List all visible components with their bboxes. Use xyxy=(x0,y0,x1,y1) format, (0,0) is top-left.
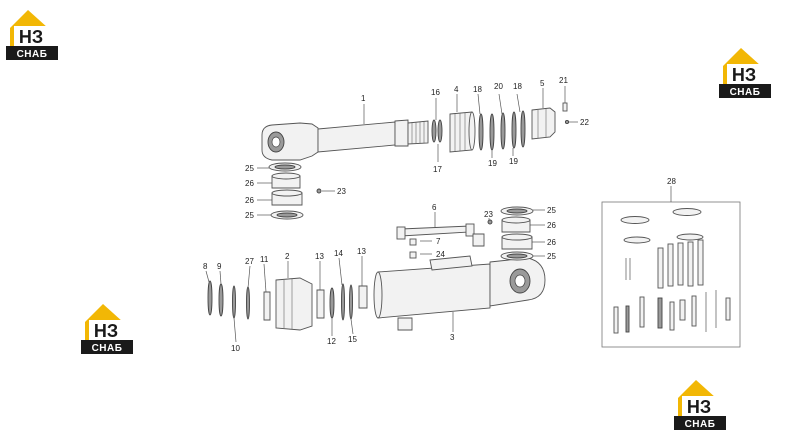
callout-25a: 25 xyxy=(245,164,254,173)
part-piston-seals xyxy=(478,110,526,151)
brand-logo-icon: НЗ СНАБ xyxy=(674,380,726,430)
callout-19b: 19 xyxy=(509,157,518,166)
callout-9: 9 xyxy=(217,262,222,271)
logo-main-text: НЗ xyxy=(732,65,756,85)
callout-12: 12 xyxy=(327,337,336,346)
part-piston-rod xyxy=(261,119,429,161)
logo-main-text: НЗ xyxy=(687,397,711,417)
callout-20: 20 xyxy=(494,82,503,91)
brand-logo-top-left: НЗ СНАБ xyxy=(4,6,60,62)
brand-logo-top-right: НЗ СНАБ xyxy=(717,44,773,100)
callout-5: 5 xyxy=(540,79,545,88)
brand-logo-middle-left: НЗ СНАБ xyxy=(79,300,135,356)
callout-13a: 13 xyxy=(315,252,324,261)
callout-23b: 23 xyxy=(484,210,493,219)
part-rod-rings xyxy=(431,119,443,143)
logo-sub-text: СНАБ xyxy=(730,87,761,98)
callout-4: 4 xyxy=(454,85,459,94)
part-piston xyxy=(449,111,476,153)
callout-6: 6 xyxy=(432,203,437,212)
callout-11: 11 xyxy=(260,255,269,264)
part-cylinder-head xyxy=(207,277,368,331)
part-rod-eye-bushings xyxy=(268,162,322,220)
callout-24: 24 xyxy=(436,250,445,259)
brand-logo-icon: НЗ СНАБ xyxy=(719,48,771,98)
logo-sub-text: СНАБ xyxy=(685,419,716,430)
callout-26b: 26 xyxy=(245,196,254,205)
callout-22: 22 xyxy=(580,118,589,127)
callout-19a: 19 xyxy=(488,159,497,168)
callout-18b: 18 xyxy=(513,82,522,91)
callout-14: 14 xyxy=(334,249,343,258)
callout-8: 8 xyxy=(203,262,208,271)
callout-27: 27 xyxy=(245,257,254,266)
seal-kit-box xyxy=(601,201,741,348)
callout-1: 1 xyxy=(361,94,366,103)
part-cylinder-barrel xyxy=(373,233,546,331)
brand-logo-bottom-right: НЗ СНАБ xyxy=(672,376,728,432)
logo-sub-text: СНАБ xyxy=(17,49,48,60)
callout-15: 15 xyxy=(348,335,357,344)
callout-18a: 18 xyxy=(473,85,482,94)
callout-26d: 26 xyxy=(547,238,556,247)
callout-25c: 25 xyxy=(547,206,556,215)
callout-labels: 1 16 17 4 18 20 18 19 19 5 21 22 25 26 2… xyxy=(203,76,676,353)
callout-7: 7 xyxy=(436,237,441,246)
callout-10: 10 xyxy=(231,344,240,353)
callout-13b: 13 xyxy=(357,247,366,256)
callout-23a: 23 xyxy=(337,187,346,196)
logo-main-text: НЗ xyxy=(94,321,118,341)
callout-26c: 26 xyxy=(547,221,556,230)
logo-main-text: НЗ xyxy=(19,27,43,47)
callout-25d: 25 xyxy=(547,252,556,261)
part-nut xyxy=(531,107,556,140)
part-oil-pipe xyxy=(396,223,475,259)
part-grease-fitting xyxy=(562,102,570,125)
callout-2: 2 xyxy=(285,252,290,261)
part-barrel-bushings xyxy=(487,206,534,261)
callout-26a: 26 xyxy=(245,179,254,188)
callout-21: 21 xyxy=(559,76,568,85)
callout-3: 3 xyxy=(450,333,455,342)
brand-logo-icon: НЗ СНАБ xyxy=(81,304,133,354)
callout-28: 28 xyxy=(667,177,676,186)
callout-17: 17 xyxy=(433,165,442,174)
brand-logo-icon: НЗ СНАБ xyxy=(6,10,58,60)
callout-25b: 25 xyxy=(245,211,254,220)
callout-16: 16 xyxy=(431,88,440,97)
leader-lines xyxy=(205,86,672,343)
logo-sub-text: СНАБ xyxy=(92,343,123,354)
